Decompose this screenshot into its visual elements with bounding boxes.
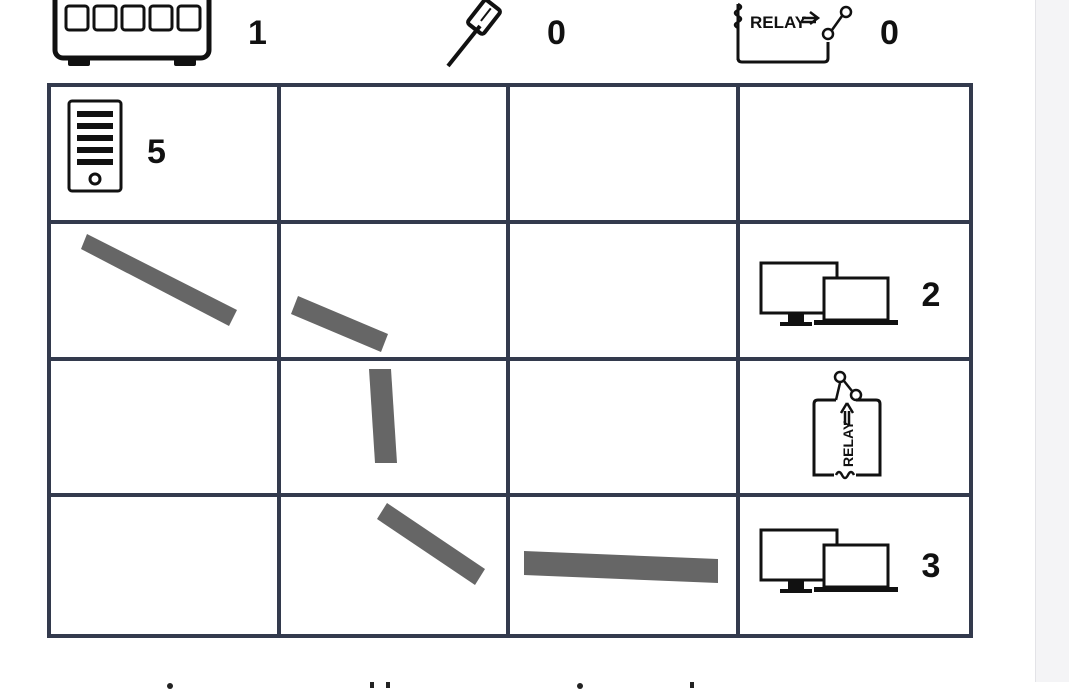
cell-r2-c2[interactable] bbox=[280, 223, 510, 361]
scrollbar-track[interactable] bbox=[1035, 0, 1069, 682]
computers-count: 3 bbox=[921, 547, 941, 586]
cable-segment[interactable] bbox=[510, 497, 736, 631]
cell-r1-c2[interactable] bbox=[280, 87, 510, 224]
server-icon bbox=[67, 99, 123, 193]
game-board: 5 2 bbox=[47, 83, 973, 638]
cable-segment[interactable] bbox=[281, 361, 507, 495]
ethernet-cable-icon bbox=[446, 0, 502, 68]
inventory-switch[interactable]: 1 bbox=[50, 0, 280, 70]
network-switch-icon bbox=[52, 0, 212, 66]
cell-r1-c3[interactable] bbox=[510, 87, 740, 224]
cell-r2-c3[interactable] bbox=[510, 223, 740, 361]
cable-segment[interactable] bbox=[51, 224, 277, 358]
cell-r3-c1[interactable] bbox=[51, 360, 281, 498]
relay-icon: RELAY bbox=[733, 2, 853, 64]
cut-off-caption bbox=[167, 682, 694, 689]
computers-icon bbox=[759, 528, 898, 594]
computers-count: 2 bbox=[921, 275, 941, 314]
cell-r1-c1[interactable]: 5 bbox=[51, 87, 281, 224]
cell-r3-c4[interactable]: RELAY bbox=[739, 361, 969, 498]
cell-r3-c2[interactable] bbox=[280, 360, 510, 498]
cell-r4-c3[interactable] bbox=[510, 497, 740, 634]
cell-r4-c4[interactable]: 3 bbox=[740, 497, 970, 634]
relay-count: 0 bbox=[880, 14, 899, 52]
cable-segment[interactable] bbox=[281, 497, 507, 631]
cell-r2-c1[interactable] bbox=[51, 223, 281, 361]
cable-count: 0 bbox=[547, 14, 566, 52]
inventory-relay[interactable]: RELAY 0 bbox=[730, 0, 930, 70]
cell-r4-c2[interactable] bbox=[281, 497, 510, 634]
computers-icon bbox=[759, 261, 898, 326]
inventory-cable[interactable]: 0 bbox=[440, 0, 580, 70]
cell-r1-c4[interactable] bbox=[739, 87, 969, 224]
relay-label: RELAY bbox=[840, 420, 856, 467]
relay-icon: RELAY bbox=[812, 370, 881, 479]
cable-segment[interactable] bbox=[281, 224, 507, 358]
cell-r2-c4[interactable]: 2 bbox=[739, 224, 969, 361]
cell-r4-c1[interactable] bbox=[51, 497, 281, 634]
server-count: 5 bbox=[147, 133, 166, 171]
cell-r3-c3[interactable] bbox=[510, 360, 740, 498]
relay-label: RELAY bbox=[750, 13, 807, 32]
switch-count: 1 bbox=[248, 14, 267, 52]
